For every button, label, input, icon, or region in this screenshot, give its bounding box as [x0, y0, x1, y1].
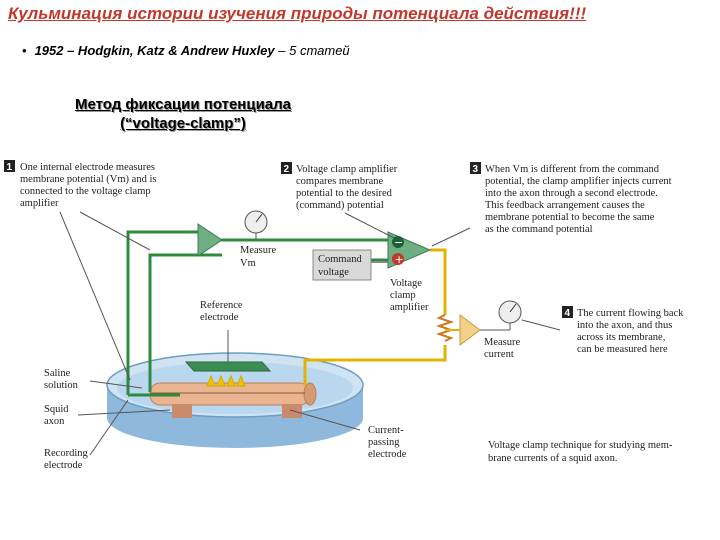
callout-2-text: Voltage clamp amplifier compares membran… — [296, 164, 400, 211]
leader-lines — [59, 211, 561, 456]
callout-3: 3 When Vm is different from the command … — [470, 162, 674, 235]
measure-current-label: Measure current — [484, 337, 523, 360]
bullet-dot: • — [22, 43, 27, 58]
resistor — [435, 314, 455, 342]
plus-terminal — [392, 253, 404, 265]
voltage-clamp-amplifier-label: Voltage clamp amplifier — [390, 278, 429, 313]
measure-vm-amplifier — [197, 223, 223, 257]
bullet-authors: 1952 – Hodgkin, Katz & Andrew Huxley — [34, 43, 275, 58]
current-passing-electrode-label: Current- passing electrode — [368, 425, 407, 460]
recording-electrode-label: Recording electrode — [44, 448, 90, 471]
callout-3-text: When Vm is different from the command po… — [485, 164, 674, 235]
minus-terminal — [392, 236, 404, 248]
command-voltage-box — [312, 249, 372, 281]
callout-1-text: One internal electrode measures membrane… — [20, 162, 159, 209]
yellow-wires — [303, 248, 447, 385]
reference-electrode — [184, 361, 272, 372]
callout-2: 2 Voltage clamp amplifier compares membr… — [281, 162, 400, 211]
vm-meter — [244, 210, 268, 240]
bullet-item: • 1952 – Hodgkin, Katz & Andrew Huxley – … — [22, 43, 350, 58]
current-meter — [498, 300, 522, 330]
reference-electrode-label: Reference electrode — [200, 300, 245, 323]
saline-solution-label: Saline solution — [44, 368, 79, 391]
plus-sign: + — [395, 253, 404, 266]
callout-2-number: 2 — [284, 164, 290, 175]
callout-4-number: 4 — [565, 308, 571, 319]
method-line-2: (“voltage-clamp”) — [120, 115, 246, 132]
callout-1-number: 1 — [7, 162, 13, 173]
measure-vm-label: Measure Vm — [240, 245, 279, 269]
bullet-papers: – 5 статей — [274, 43, 350, 58]
callout-4: 4 The current flowing back into the axon… — [562, 306, 686, 355]
command-voltage-label: Command voltage — [318, 254, 364, 278]
measure-current-amplifier — [459, 314, 481, 346]
squid-axon — [149, 382, 317, 418]
minus-sign: − — [394, 236, 403, 249]
figure-caption: Voltage clamp technique for studying mem… — [488, 440, 675, 464]
method-heading: Метод фиксации потенциала (“voltage-clam… — [38, 95, 328, 133]
method-line-1: Метод фиксации потенциала — [74, 96, 292, 113]
callout-3-number: 3 — [473, 164, 479, 175]
squid-axon-label: Squid axon — [44, 404, 71, 427]
callout-4-text: The current flowing back into the axon, … — [577, 308, 686, 355]
slide-title: Кульминация истории изучения природы пот… — [8, 4, 587, 23]
current-arrows — [206, 374, 246, 387]
callout-1: 1 One internal electrode measures membra… — [4, 160, 159, 209]
